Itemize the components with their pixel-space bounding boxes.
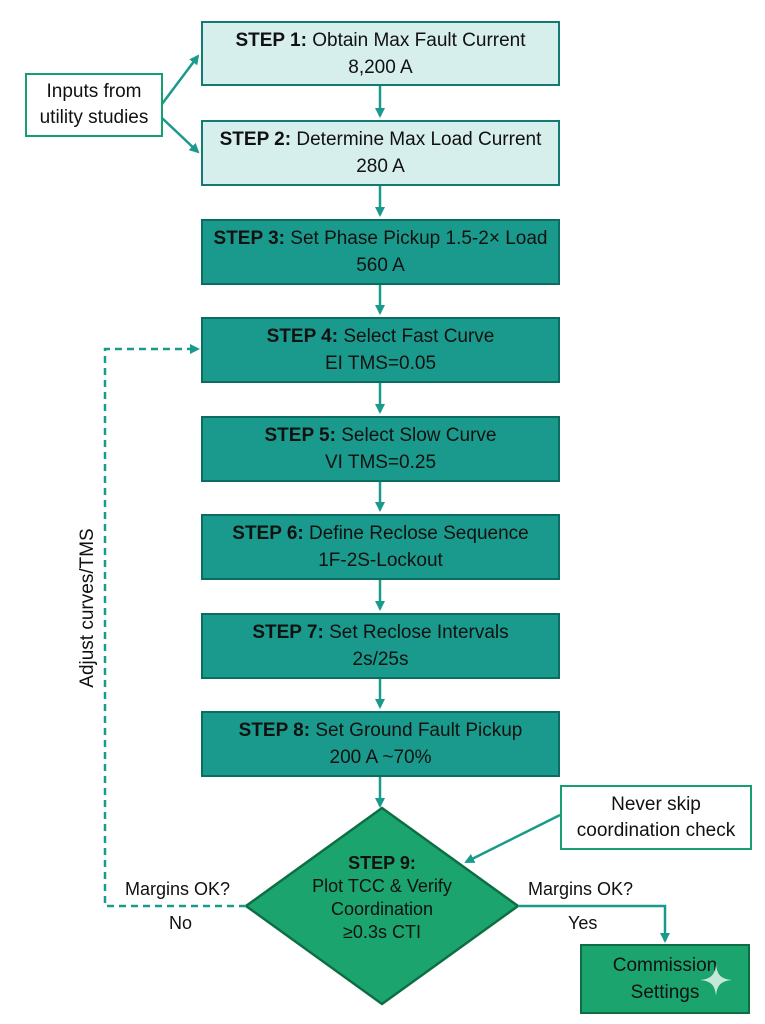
step3-title: STEP 3:	[213, 228, 285, 249]
step9-line1: Plot TCC & Verify	[312, 876, 452, 896]
step9-line3: ≥0.3s CTI	[343, 922, 421, 942]
step1-box: STEP 1: Obtain Max Fault Current 8,200 A	[201, 21, 560, 86]
step3-box: STEP 3: Set Phase Pickup 1.5-2× Load 560…	[201, 219, 560, 285]
step2-text: Determine Max Load Current	[296, 129, 542, 150]
step1-text: Obtain Max Fault Current	[312, 29, 526, 51]
step7-title: STEP 7:	[252, 622, 324, 643]
arrow-inputs-step1	[161, 54, 200, 105]
never-skip-note: Never skip coordination check	[560, 785, 752, 850]
step2-title: STEP 2:	[219, 129, 292, 150]
step7-value: 2s/25s	[352, 649, 409, 670]
step1-title: STEP 1:	[235, 29, 307, 51]
loop-label: Adjust curves/TMS	[77, 528, 98, 688]
step9-text: STEP 9: Plot TCC & Verify Coordination ≥…	[290, 852, 474, 944]
step5-title: STEP 5:	[264, 425, 336, 446]
step4-value: EI TMS=0.05	[324, 353, 437, 374]
step5-text: Select Slow Curve	[341, 425, 497, 446]
inputs-note-line1: Inputs from	[46, 81, 142, 102]
step2-box: STEP 2: Determine Max Load Current 280 A	[201, 120, 560, 186]
step8-value: 200 A ~70%	[329, 747, 432, 768]
step8-box: STEP 8: Set Ground Fault Pickup 200 A ~7…	[201, 711, 560, 777]
step8-title: STEP 8:	[238, 720, 311, 741]
arrow-never-skip-step9	[464, 813, 561, 864]
never-skip-line1: Never skip	[611, 793, 701, 815]
step9-title: STEP 9:	[348, 853, 416, 873]
step8-text: Set Ground Fault Pickup	[315, 720, 523, 741]
step3-text: Set Phase Pickup 1.5-2× Load	[290, 228, 548, 249]
loop-back-dashed-arrow	[103, 344, 246, 908]
left-branch-answer: No	[169, 913, 193, 933]
step3-value: 560 A	[356, 255, 405, 276]
step9-decision-diamond	[243, 806, 521, 1006]
sparkle-icon	[700, 964, 732, 996]
step5-box: STEP 5: Select Slow Curve VI TMS=0.25	[201, 416, 560, 482]
step7-box: STEP 7: Set Reclose Intervals 2s/25s	[201, 613, 560, 679]
step9-line2: Coordination	[330, 899, 434, 919]
step6-text: Define Reclose Sequence	[309, 523, 529, 544]
step1-value: 8,200 A	[348, 56, 413, 78]
step2-value: 280 A	[356, 156, 405, 177]
step6-value: 1F-2S-Lockout	[318, 550, 443, 571]
step7-text: Set Reclose Intervals	[329, 622, 509, 643]
step4-box: STEP 4: Select Fast Curve EI TMS=0.05	[201, 317, 560, 383]
arrow-inputs-step2	[161, 117, 200, 154]
right-branch-question: Margins OK?	[528, 879, 634, 899]
step4-text: Select Fast Curve	[343, 326, 495, 347]
inputs-note-line2: utility studies	[39, 107, 149, 128]
right-branch-answer: Yes	[568, 913, 598, 933]
never-skip-line2: coordination check	[576, 819, 736, 841]
step6-box: STEP 6: Define Reclose Sequence 1F-2S-Lo…	[201, 514, 560, 580]
inputs-note: Inputs from utility studies	[25, 73, 163, 137]
left-branch-question: Margins OK?	[125, 879, 231, 899]
arrow-yes-commission	[518, 904, 670, 943]
commission-line2: Settings	[630, 982, 700, 1003]
step4-title: STEP 4:	[266, 326, 339, 347]
step5-value: VI TMS=0.25	[324, 452, 437, 473]
commission-line1: Commission	[612, 955, 718, 976]
step6-title: STEP 6:	[232, 523, 304, 544]
